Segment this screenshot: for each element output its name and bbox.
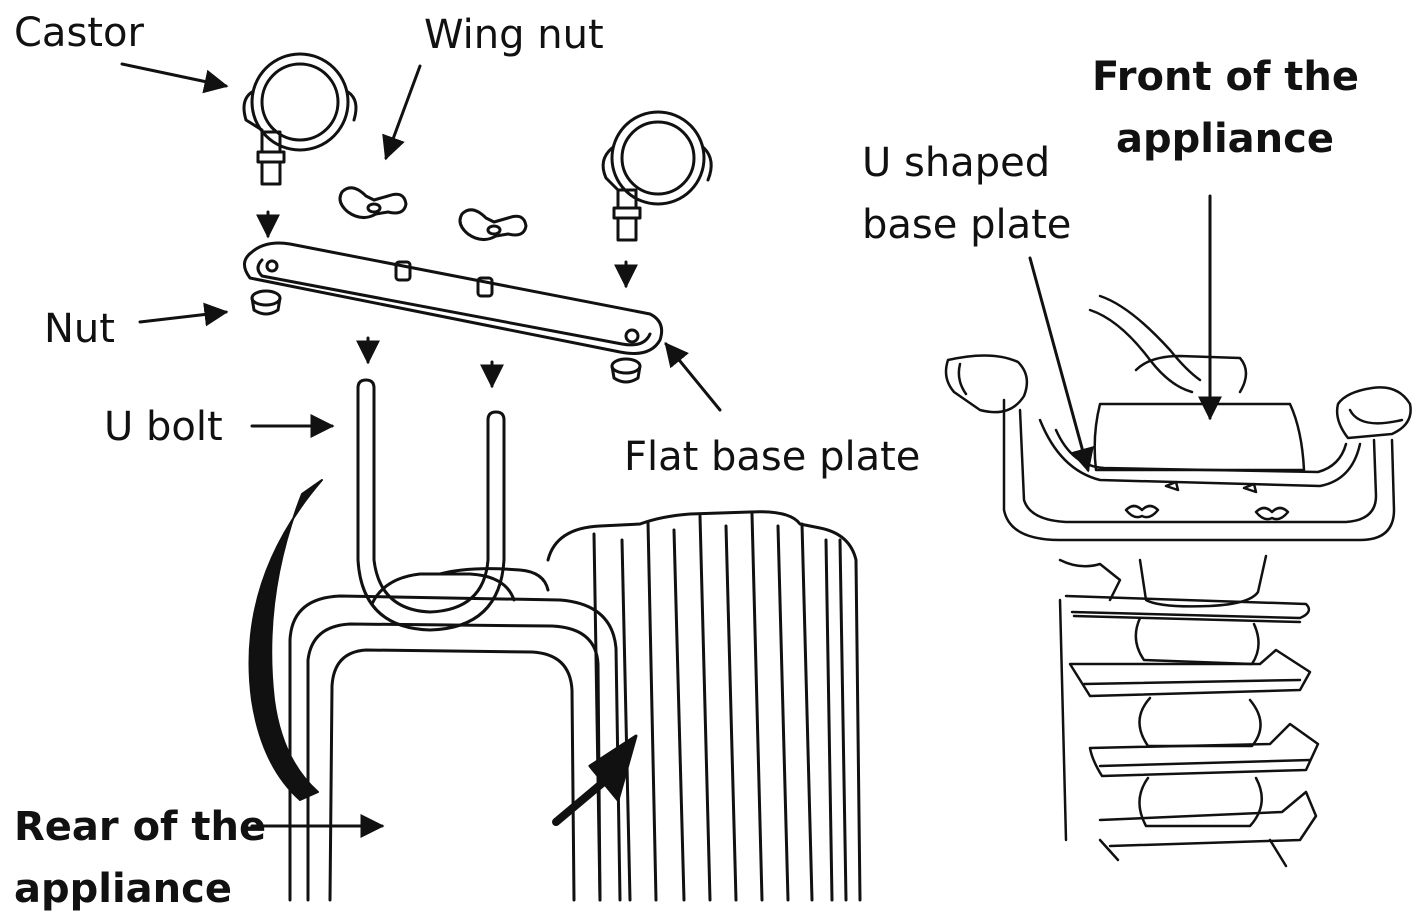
rotation-arrow-icon xyxy=(249,480,322,800)
nut-left-icon xyxy=(252,291,280,314)
radiator-front-sketch-icon xyxy=(946,296,1411,866)
label-nut: Nut xyxy=(44,306,115,352)
label-front-line2: appliance xyxy=(1116,116,1334,162)
label-flat-base-plate: Flat base plate xyxy=(624,434,920,480)
flat-base-plate-icon xyxy=(244,243,661,354)
castor-right-icon xyxy=(603,112,711,240)
castor-left-icon xyxy=(244,54,356,184)
label-front-line1: Front of the xyxy=(1092,54,1359,100)
label-wing-nut: Wing nut xyxy=(424,12,604,58)
tilt-arrow-icon xyxy=(556,736,636,822)
label-rear-line1: Rear of the xyxy=(14,804,266,850)
label-u-shaped-base-plate-line1: U shaped xyxy=(862,140,1050,186)
nut-right-icon xyxy=(612,359,640,382)
label-u-bolt: U bolt xyxy=(104,404,223,450)
wing-nut-left-icon xyxy=(340,188,406,218)
wing-nut-right-icon xyxy=(460,210,526,240)
label-rear-line2: appliance xyxy=(14,866,232,912)
label-castor: Castor xyxy=(14,10,144,56)
label-u-shaped-base-plate-line2: base plate xyxy=(862,202,1071,248)
